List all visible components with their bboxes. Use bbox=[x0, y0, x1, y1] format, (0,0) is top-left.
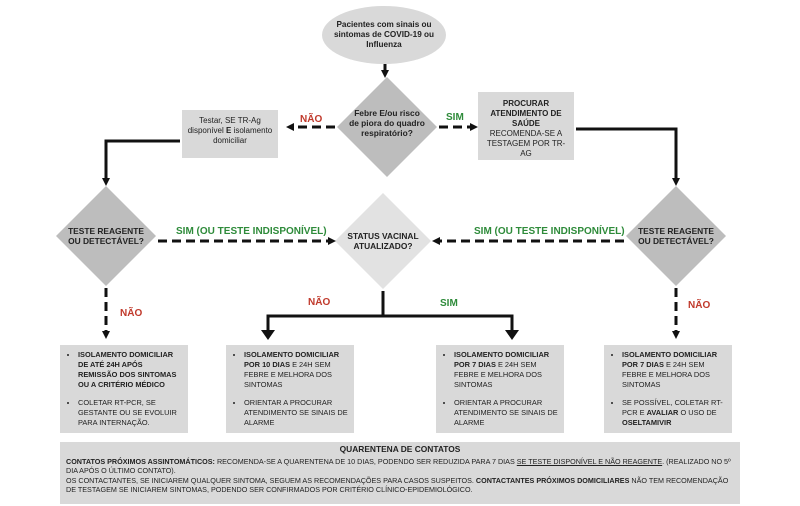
box2-item-1-rest: E 24H SEM FEBRE E MELHORA DOS SINTOMAS bbox=[244, 360, 332, 389]
quarantine-l2-end: NÃO TEM RECOMENDAÇÃO DE TESTAGEM SE INIC… bbox=[66, 475, 729, 495]
box2-item-1-bold: ISOLAMENTO DOMICILIAR POR 10 DIAS bbox=[244, 350, 340, 369]
box4-item-1: ISOLAMENTO DOMICILIAR POR 7 DIAS E 24H S… bbox=[622, 350, 726, 390]
box3-item-1: ISOLAMENTO DOMICILIAR POR 7 DIAS E 24H S… bbox=[454, 350, 558, 390]
decision-teste-left-text: TESTE REAGENTE OU DETECTÁVEL? bbox=[68, 226, 144, 246]
box4-item-2-c: O USO DE bbox=[678, 408, 717, 417]
left-box-testar: Testar, SE TR-Ag disponível E isolamento… bbox=[182, 110, 278, 158]
diamond-febre bbox=[337, 77, 437, 177]
label-nao-status: NÃO bbox=[308, 297, 331, 308]
left-box-text-c: isolamento domiciliar bbox=[213, 126, 273, 145]
quarantine-l1-underlined: SE TESTE DISPONÍVEL E NÃO REAGENTE bbox=[516, 456, 663, 466]
start-text: Pacientes com sinais ou sintomas de COVI… bbox=[333, 20, 435, 49]
label-nao-right: NÃO bbox=[688, 300, 711, 311]
diamond-status bbox=[335, 193, 431, 289]
outcome-box-3: ISOLAMENTO DOMICILIAR POR 7 DIAS E 24H S… bbox=[436, 345, 564, 433]
right-box-title: PROCURAR ATENDIMENTO DE SAÚDE bbox=[490, 99, 562, 128]
quarantine-line-2: OS CONTACTANTES, SE INICIAREM QUALQUER S… bbox=[66, 476, 734, 495]
quarantine-section: QUARENTENA DE CONTATOS CONTATOS PRÓXIMOS… bbox=[60, 442, 740, 504]
right-box-procurar: PROCURAR ATENDIMENTO DE SAÚDE RECOMENDA-… bbox=[478, 92, 574, 160]
box1-item-1: ISOLAMENTO DOMICILIAR DE ATÉ 24H APÓS RE… bbox=[78, 350, 182, 390]
box3-item-1-rest: E 24H SEM FEBRE E MELHORA DOS SINTOMAS bbox=[454, 360, 542, 389]
start-node: Pacientes com sinais ou sintomas de COVI… bbox=[322, 6, 446, 64]
decision-status-vacinal-text: STATUS VACINAL ATUALIZADO? bbox=[347, 231, 419, 251]
label-sim-indisp-left: SIM (OU TESTE INDISPONÍVEL) bbox=[176, 226, 327, 237]
box2-item-2: ORIENTAR A PROCURAR ATENDIMENTO SE SINAI… bbox=[244, 398, 348, 428]
diamond-teste-right bbox=[626, 186, 726, 286]
decision-febre-text: Febre E/ou risco de piora do quadro resp… bbox=[349, 108, 425, 138]
right-box-body: RECOMENDA-SE A TESTAGEM POR TR-AG bbox=[486, 129, 566, 158]
left-box-text-a: Testar, SE TR-Ag disponível bbox=[187, 116, 261, 135]
box4-item-2: SE POSSÍVEL, COLETAR RT-PCR E AVALIAR O … bbox=[622, 398, 726, 428]
box4-item-2-a: SE POSSÍVEL, COLETAR RT-PCR E bbox=[622, 398, 723, 417]
diamond-teste-left bbox=[56, 186, 156, 286]
left-box-text-b: E bbox=[225, 126, 232, 135]
box4-item-2-d: OSELTAMIVIR bbox=[622, 418, 672, 427]
box4-item-2-b: AVALIAR bbox=[646, 408, 679, 417]
box4-item-1-rest: E 24H SEM FEBRE E MELHORA DOS SINTOMAS bbox=[622, 360, 710, 389]
box3-item-1-bold: ISOLAMENTO DOMICILIAR POR 7 DIAS bbox=[454, 350, 550, 369]
box1-item-2: COLETAR RT-PCR, SE GESTANTE OU SE EVOLUI… bbox=[78, 398, 182, 428]
outcome-box-4: ISOLAMENTO DOMICILIAR POR 7 DIAS E 24H S… bbox=[604, 345, 732, 433]
quarantine-l1-label: CONTATOS PRÓXIMOS ASSINTOMÁTICOS: bbox=[66, 456, 215, 466]
quarantine-l2-text: OS CONTACTANTES, SE INICIAREM QUALQUER S… bbox=[66, 475, 476, 485]
decision-teste-right-text: TESTE REAGENTE OU DETECTÁVEL? bbox=[638, 226, 714, 246]
quarantine-l1-text: RECOMENDA-SE A QUARENTENA DE 10 DIAS, PO… bbox=[214, 456, 517, 466]
label-sim-status: SIM bbox=[440, 298, 458, 309]
box3-item-2: ORIENTAR A PROCURAR ATENDIMENTO SE SINAI… bbox=[454, 398, 558, 428]
label-sim-indisp-right: SIM (OU TESTE INDISPONÍVEL) bbox=[474, 226, 625, 237]
quarantine-l2-bold: CONTACTANTES PRÓXIMOS DOMICILIARES bbox=[475, 475, 630, 485]
quarantine-title: QUARENTENA DE CONTATOS bbox=[339, 444, 461, 454]
box2-item-1: ISOLAMENTO DOMICILIAR POR 10 DIAS E 24H … bbox=[244, 350, 348, 390]
label-nao-1: NÃO bbox=[300, 114, 323, 125]
quarantine-l1-end: . (REALIZADO NO 5º DIA APÓS O ÚLTIMO CON… bbox=[66, 456, 731, 476]
outcome-box-2: ISOLAMENTO DOMICILIAR POR 10 DIAS E 24H … bbox=[226, 345, 354, 433]
label-sim-1: SIM bbox=[446, 112, 464, 123]
label-nao-left: NÃO bbox=[120, 308, 143, 319]
quarantine-line-1: CONTATOS PRÓXIMOS ASSINTOMÁTICOS: RECOME… bbox=[66, 457, 734, 476]
box4-item-1-bold: ISOLAMENTO DOMICILIAR POR 7 DIAS bbox=[622, 350, 718, 369]
outcome-box-1: ISOLAMENTO DOMICILIAR DE ATÉ 24H APÓS RE… bbox=[60, 345, 188, 433]
